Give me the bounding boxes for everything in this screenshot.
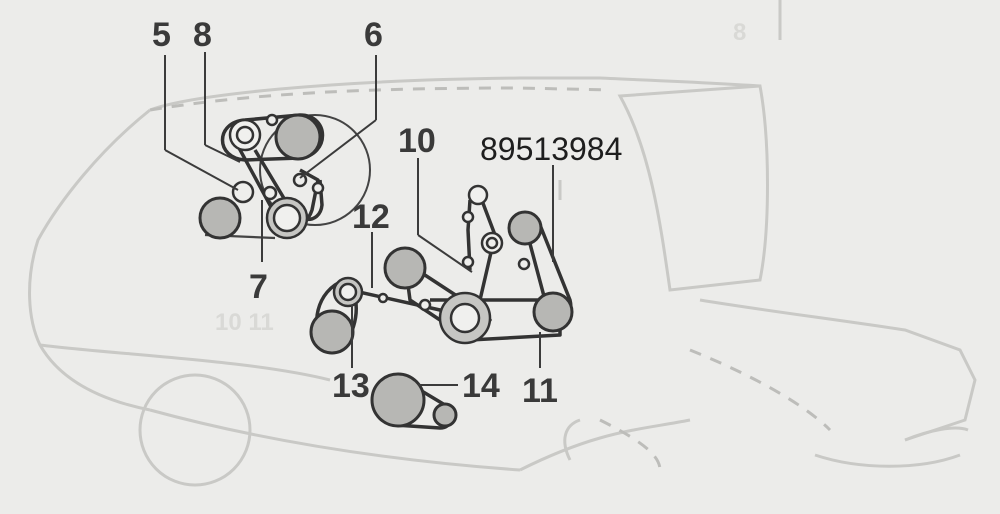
lower-drive-group — [370, 372, 458, 430]
pulley-13-hub — [338, 282, 358, 302]
callout-5: 5 — [152, 16, 171, 54]
pulley-lower-left — [198, 196, 242, 240]
pulley-13-lower — [309, 309, 355, 355]
callout-12: 12 — [352, 198, 390, 236]
idler-small-c — [311, 181, 325, 195]
pulley-14-large — [370, 372, 426, 428]
pulley-main-hub — [449, 302, 481, 334]
pulley-8-hub — [235, 125, 255, 145]
idler-mid-c — [517, 257, 531, 271]
pulley-7-hub — [272, 203, 302, 233]
idler-small-d — [265, 113, 279, 127]
idler-small-a — [262, 185, 278, 201]
pulley-upper-right-mid — [507, 210, 543, 246]
callout-7: 7 — [249, 268, 268, 306]
pulley-top-small — [467, 184, 489, 206]
callout-10: 10 — [398, 122, 436, 160]
middle-drive-group — [309, 184, 574, 355]
callout-14: 14 — [462, 367, 500, 405]
idler-mid-d — [418, 298, 432, 312]
idler-mid-e — [377, 292, 389, 304]
machine-outline — [28, 0, 977, 487]
ghost-marks: 8 10 11 — [215, 19, 746, 336]
callout-13: 13 — [332, 367, 370, 405]
ghost-mark-top-right: 8 — [733, 19, 746, 46]
callout-11: 11 — [522, 372, 558, 410]
pulley-14-small — [432, 402, 458, 428]
pulley-upper-right — [274, 113, 322, 161]
idler-mid-a — [461, 210, 475, 224]
part-number-label: 89513984 — [480, 131, 622, 167]
idler-mid-b — [461, 255, 475, 269]
pulley-11 — [532, 291, 574, 333]
callouts: 5 8 6 10 12 7 13 14 11 — [152, 16, 558, 410]
pulley-12 — [383, 246, 427, 290]
idler-small-b — [292, 172, 308, 188]
idler-5 — [231, 180, 255, 204]
pulley-tensioner-hub — [485, 236, 499, 250]
leader-lines — [164, 52, 554, 386]
large-outline-circle — [259, 114, 371, 226]
callout-8: 8 — [193, 16, 212, 54]
callout-6: 6 — [364, 16, 383, 54]
upper-drive-group — [198, 113, 371, 240]
ghost-mark-left-mid: 10 11 — [215, 309, 274, 336]
